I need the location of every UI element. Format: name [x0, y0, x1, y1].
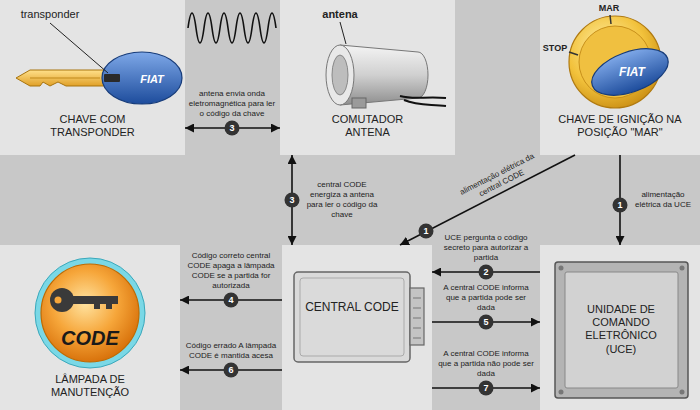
edge-label: alimentação elétrica da UCE: [630, 190, 696, 210]
edge-label: A central CODE informa que a partida pod…: [436, 283, 536, 313]
electromagnetic-wave: [188, 13, 276, 43]
lamp-ring: [35, 258, 145, 368]
callout-circle: [224, 293, 239, 308]
position-mark: [569, 52, 578, 55]
ignition-switch: [569, 15, 674, 108]
leader-line: [50, 23, 108, 73]
connectors: [180, 128, 620, 388]
edge-label: UCE pergunta o código secreto para autor…: [436, 233, 536, 263]
antenna-tab: [352, 98, 366, 108]
ecu-unit: [555, 262, 688, 398]
control-unit-panel: CENTRAL CODE: [282, 245, 432, 410]
wire: [404, 100, 446, 106]
callout-number: 1: [423, 227, 428, 236]
part-label: antena: [322, 9, 357, 20]
key-with-transponder: [16, 23, 182, 104]
key-hole: [55, 297, 62, 304]
antenna-panel: COMUTADOR ANTENA: [280, 0, 455, 155]
position-label: MAR: [599, 4, 620, 13]
node-title: CENTRAL CODE: [302, 300, 402, 314]
callout-circle: [479, 381, 494, 396]
edge-label: central CODE energiza a antena para ler …: [302, 180, 382, 220]
callout-circle: [479, 265, 494, 280]
callout-number: 3: [289, 196, 294, 205]
ecu-housing: [555, 262, 688, 398]
lamp-face: [41, 264, 139, 362]
ecu-panel: UNIDADE DE COMANDO ELETRÔNICO (UCE): [540, 245, 700, 410]
node-title: CHAVE DE IGNIÇÃO NA POSIÇÃO "MAR": [550, 113, 690, 139]
edge-label: antena envia onda eletromagnética para l…: [188, 89, 276, 119]
panel: [282, 245, 432, 410]
key-head: [102, 52, 182, 104]
callout-number: 7: [483, 384, 488, 393]
position-mark: [610, 15, 611, 24]
key-symbol: [72, 296, 118, 309]
callout-number: 1: [617, 201, 622, 210]
panel: [0, 245, 180, 410]
callout-circles: [224, 121, 628, 396]
callout-number: 6: [228, 366, 233, 375]
callout-circle: [419, 224, 434, 239]
callout-number: 4: [228, 296, 233, 305]
node-title: LÂMPADA DE MANUTENÇÃO: [15, 373, 165, 399]
arrow-connector: [400, 155, 575, 245]
leader-line: [340, 22, 346, 44]
edge-label: Código errado A lâmpada CODE é mantida a…: [183, 341, 279, 361]
part-label: transponder: [21, 9, 80, 20]
code-control-unit: [294, 272, 424, 362]
brand-logo: FIAT: [619, 66, 645, 78]
panel: [0, 0, 185, 155]
panel: [540, 0, 700, 155]
unit-bevel: [300, 278, 404, 356]
node-title: UNIDADE DE COMANDO ELETRÔNICO (UCE): [571, 303, 671, 356]
lamp-label: CODE: [61, 328, 119, 348]
unit-connector: [410, 288, 424, 345]
maintenance-lamp: [35, 258, 145, 368]
node-title: CHAVE COM TRANSPONDER: [20, 113, 165, 139]
antenna-switch: [326, 22, 446, 108]
callout-circle: [285, 193, 300, 208]
antenna-front: [326, 45, 354, 105]
ecu-cover: [565, 272, 678, 388]
edge-label: A central CODE informa que a partida não…: [436, 349, 536, 379]
callout-circle: [479, 315, 494, 330]
transponder-chip: [104, 74, 120, 82]
antenna-hole: [332, 55, 348, 95]
key-symbol: [50, 288, 74, 312]
wire: [400, 96, 446, 98]
position-label: STOP: [543, 44, 567, 53]
node-title: COMUTADOR ANTENA: [310, 113, 425, 139]
key-blade: [16, 70, 104, 86]
callout-circle: [225, 121, 240, 136]
callout-circle: [224, 363, 239, 378]
callout-number: 5: [483, 318, 488, 327]
key-head: [586, 40, 675, 105]
key-groove: [30, 78, 100, 79]
panel: [280, 0, 455, 155]
edge-label: Código correto central CODE apaga a lâmp…: [183, 251, 279, 291]
unit-housing: [294, 272, 410, 362]
panel: [540, 245, 700, 410]
brand-logo: FIAT: [140, 74, 164, 85]
callout-number: 3: [229, 124, 234, 133]
callout-circle: [613, 198, 628, 213]
callout-number: 2: [483, 268, 488, 277]
